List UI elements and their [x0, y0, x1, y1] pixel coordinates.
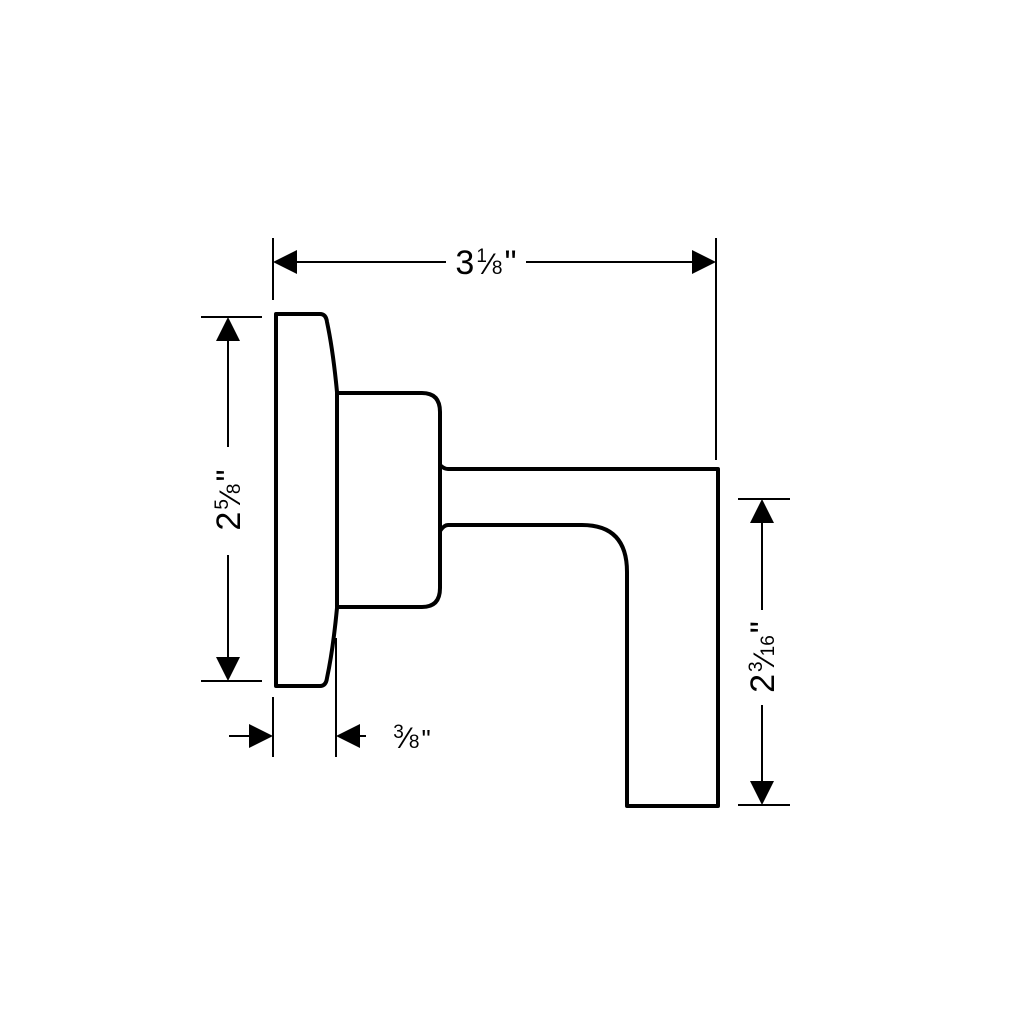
dimension-label-plate-thickness: 3⁄8"	[393, 722, 430, 755]
arrowhead-inner	[336, 724, 360, 748]
arrowhead-bottom	[750, 781, 774, 805]
escutcheon-plate	[274, 312, 339, 688]
handle-hub	[337, 391, 442, 609]
dimension-label-spout-drop: 23⁄16"	[744, 621, 782, 693]
dimension-plate-height: 25⁄8"	[201, 316, 262, 682]
part-outline	[274, 312, 720, 808]
dimension-spout-drop: 23⁄16"	[738, 498, 790, 806]
arrowhead-bottom	[216, 657, 240, 681]
arrowhead-top	[750, 499, 774, 523]
arrowhead-top	[216, 317, 240, 341]
dimension-label-plate-height: 25⁄8"	[210, 469, 248, 530]
arrowhead-outer	[249, 724, 273, 748]
arrowhead-left	[273, 250, 297, 274]
spout-lever	[438, 463, 720, 808]
dimension-plate-thickness: 3⁄8"	[229, 638, 431, 757]
arrowhead-right	[692, 250, 716, 274]
